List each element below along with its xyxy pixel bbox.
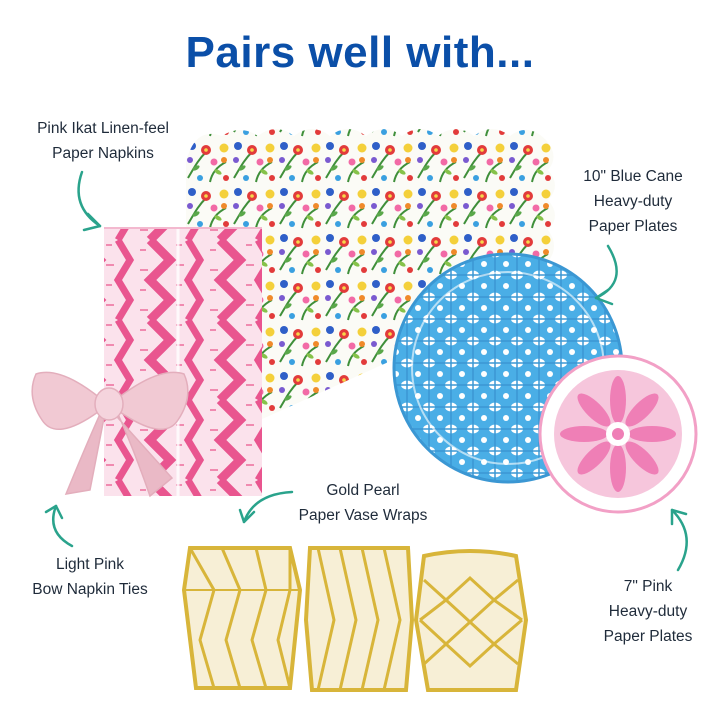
label-line: Heavy-duty (593, 193, 673, 210)
curved-arrow-icon (238, 490, 294, 524)
label-line: Pink Ikat Linen-feel (37, 120, 169, 137)
vase-wrap-left (181, 546, 303, 690)
label-bow-ties: Light Pink Bow Napkin Ties (10, 552, 170, 602)
vase-wrap-middle (303, 546, 415, 692)
pink-ikat-napkin (104, 227, 262, 496)
label-line: Paper Vase Wraps (298, 507, 428, 524)
curved-arrow-icon (77, 170, 102, 232)
pink-floral-plate (538, 354, 698, 514)
label-blue-plates: 10" Blue Cane Heavy-duty Paper Plates (548, 164, 718, 239)
label-vase-wraps: Gold Pearl Paper Vase Wraps (268, 478, 458, 528)
label-line: 7" Pink (623, 578, 673, 595)
label-line: Bow Napkin Ties (32, 581, 148, 598)
label-line: Light Pink (55, 556, 125, 573)
label-line: 10" Blue Cane (583, 168, 683, 185)
curved-arrow-icon (594, 244, 618, 306)
label-napkins: Pink Ikat Linen-feel Paper Napkins (8, 116, 198, 166)
curved-arrow-icon (44, 504, 74, 548)
curved-arrow-icon (670, 508, 688, 572)
label-line: Heavy-duty (608, 603, 688, 620)
floral-placemat (186, 129, 555, 421)
page-title: Pairs well with... (185, 28, 535, 77)
label-line: Gold Pearl (326, 482, 400, 499)
label-line: Paper Napkins (52, 145, 154, 162)
vase-wrap-right (413, 549, 529, 692)
label-pink-plates: 7" Pink Heavy-duty Paper Plates (580, 574, 716, 649)
label-line: Paper Plates (588, 218, 678, 235)
label-line: Paper Plates (603, 628, 693, 645)
pink-bow (31, 371, 189, 498)
